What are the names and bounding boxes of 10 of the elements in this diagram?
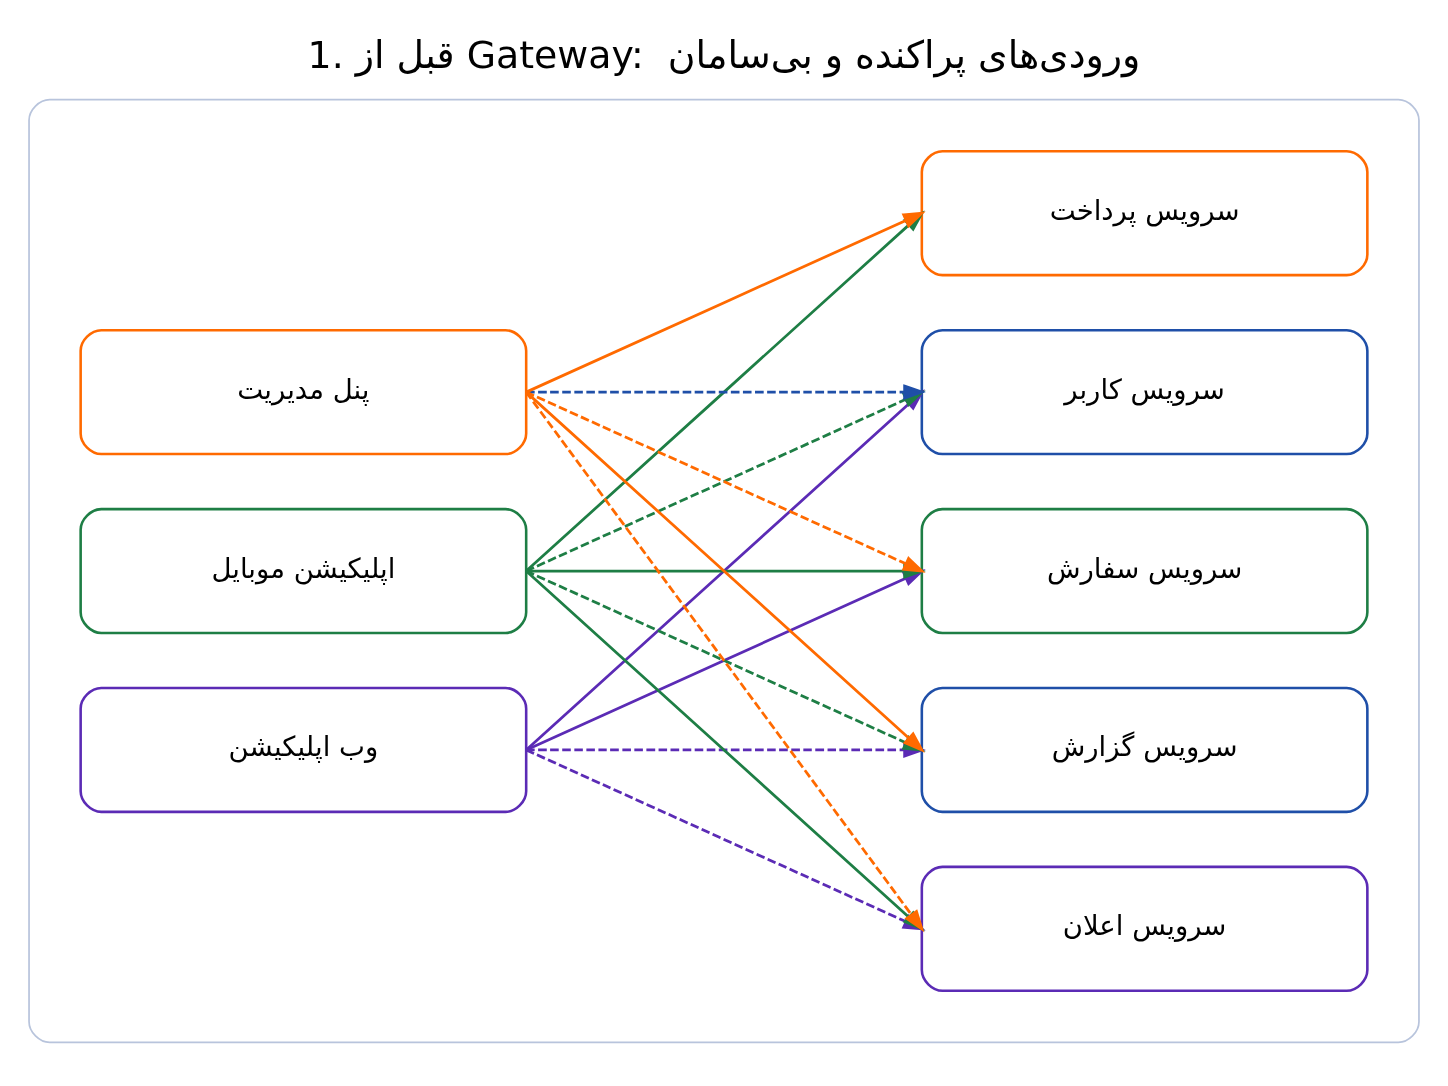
node-box: سرویس سفارش [920, 507, 1369, 634]
node-box: اپلیکیشن موبایل [79, 507, 528, 634]
node-box: وب اپلیکیشن [79, 686, 528, 813]
diagram-title: 1. قبل از Gateway: ورودی‌های پراکنده و بی‌سامان [307, 32, 1141, 77]
cluster [28, 98, 1420, 1043]
node-box: پنل مدیریت [79, 328, 528, 455]
node-box: سرویس پرداخت [920, 149, 1369, 276]
node-box: سرویس گزارش [920, 686, 1369, 813]
node-box: سرویس کاربر [920, 328, 1369, 455]
node-box: سرویس اعلان [920, 865, 1369, 992]
